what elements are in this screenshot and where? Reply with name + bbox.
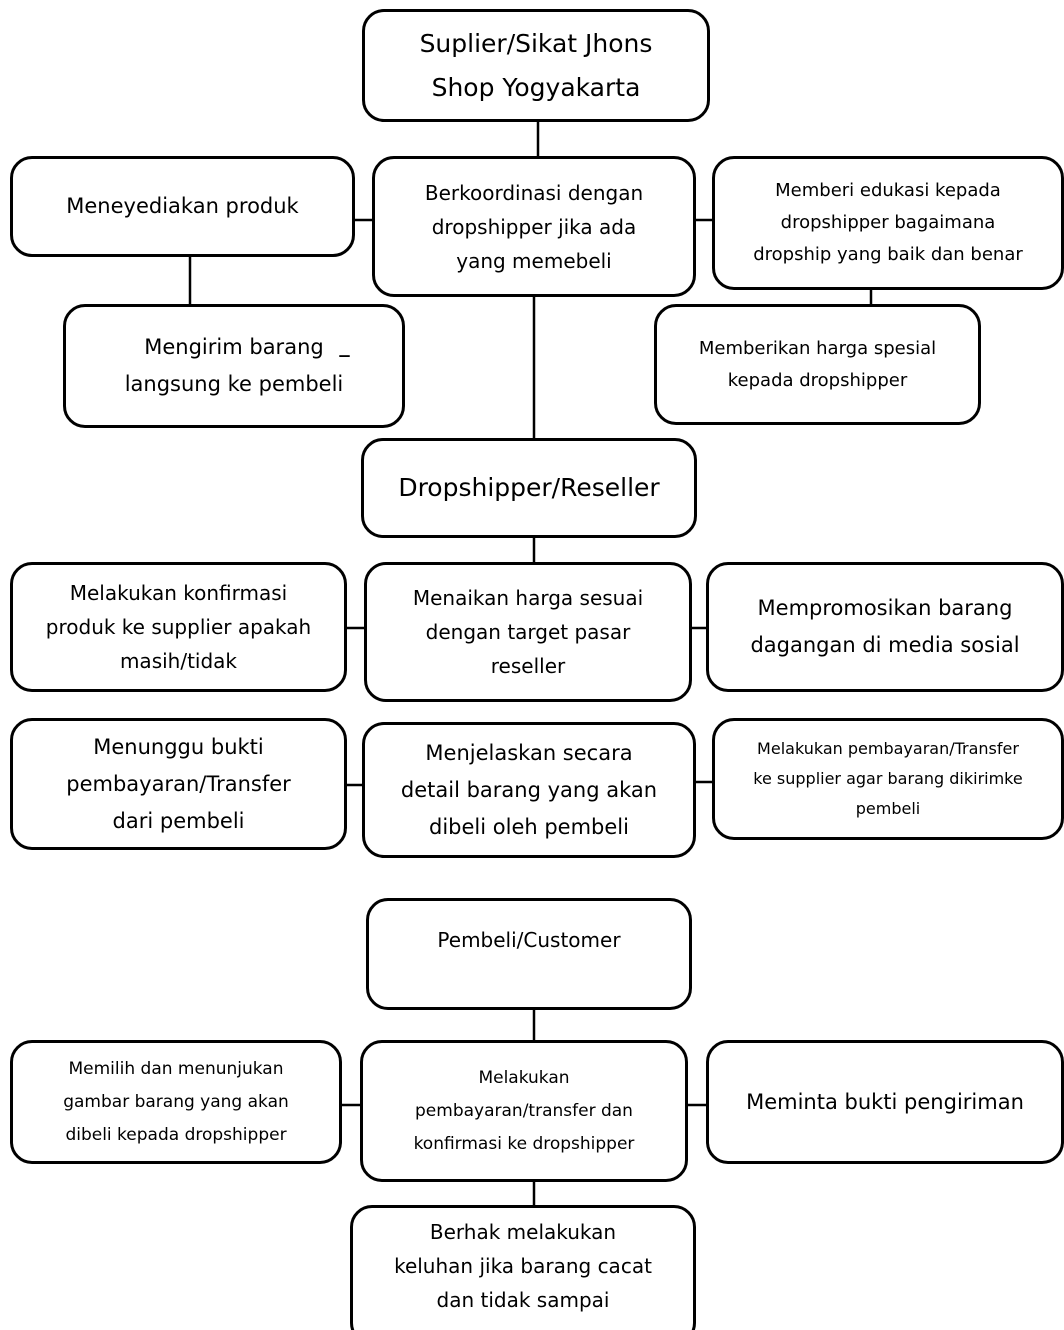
dropshipper-label: Dropshipper/Reseller bbox=[398, 473, 660, 502]
menaikan-harga-node: Menaikan harga sesuai dengan target pasa… bbox=[364, 562, 692, 702]
menyediakan-produk-label: Meneyediakan produk bbox=[66, 194, 299, 218]
dash-mark: – bbox=[338, 340, 351, 370]
menjelaskan-node: Menjelaskan secara detail barang yang ak… bbox=[362, 722, 696, 858]
memilih-node: Memilih dan menunjukan gambar barang yan… bbox=[10, 1040, 342, 1164]
harga-spesial-node: Memberikan harga spesial kepada dropship… bbox=[654, 304, 981, 425]
menaikan-harga-label: Menaikan harga sesuai dengan target pasa… bbox=[412, 586, 644, 678]
menyediakan-produk-node: Meneyediakan produk bbox=[10, 156, 355, 257]
konfirmasi-label: Melakukan konfirmasi produk ke supplier … bbox=[45, 581, 312, 673]
keluhan-label: Berhak melakukan keluhan jika barang cac… bbox=[394, 1220, 652, 1312]
bayar-supplier-label: Melakukan pembayaran/Transfer ke supplie… bbox=[753, 739, 1023, 818]
mengirim-barang-label: Mengirim barang langsung ke pembeli bbox=[124, 335, 344, 396]
bayar-dropshipper-node: Melakukan pembayaran/transfer dan konfir… bbox=[360, 1040, 688, 1182]
promosi-node: Mempromosikan barang dagangan di media s… bbox=[706, 562, 1064, 692]
menunggu-bukti-node: Menunggu bukti pembayaran/Transfer dari … bbox=[10, 718, 347, 850]
pembeli-label: Pembeli/Customer bbox=[437, 928, 621, 952]
bayar-dropshipper-label: Melakukan pembayaran/transfer dan konfir… bbox=[413, 1067, 635, 1154]
keluhan-node: Berhak melakukan keluhan jika barang cac… bbox=[350, 1205, 696, 1330]
supplier-label: Suplier/Sikat Jhons Shop Yogyakarta bbox=[419, 28, 653, 102]
memilih-label: Memilih dan menunjukan gambar barang yan… bbox=[63, 1058, 289, 1145]
edukasi-node: Memberi edukasi kepada dropshipper bagai… bbox=[712, 156, 1064, 290]
harga-spesial-label: Memberikan harga spesial kepada dropship… bbox=[698, 337, 937, 391]
koordinasi-label: Berkoordinasi dengan dropshipper jika ad… bbox=[424, 180, 644, 273]
konfirmasi-node: Melakukan konfirmasi produk ke supplier … bbox=[10, 562, 347, 692]
edukasi-label: Memberi edukasi kepada dropshipper bagai… bbox=[753, 180, 1023, 265]
koordinasi-node: Berkoordinasi dengan dropshipper jika ad… bbox=[372, 156, 696, 297]
bukti-pengiriman-node: Meminta bukti pengiriman bbox=[706, 1040, 1064, 1164]
promosi-label: Mempromosikan barang dagangan di media s… bbox=[750, 596, 1020, 657]
menunggu-bukti-label: Menunggu bukti pembayaran/Transfer dari … bbox=[66, 734, 291, 833]
supplier-node: Suplier/Sikat Jhons Shop Yogyakarta bbox=[362, 9, 710, 122]
mengirim-barang-node: Mengirim barang langsung ke pembeli bbox=[63, 304, 405, 428]
bayar-supplier-node: Melakukan pembayaran/Transfer ke supplie… bbox=[712, 718, 1064, 840]
bukti-pengiriman-label: Meminta bukti pengiriman bbox=[746, 1089, 1024, 1114]
pembeli-node: Pembeli/Customer bbox=[366, 898, 692, 1010]
dropshipper-node: Dropshipper/Reseller bbox=[361, 438, 697, 538]
menjelaskan-label: Menjelaskan secara detail barang yang ak… bbox=[400, 740, 658, 839]
